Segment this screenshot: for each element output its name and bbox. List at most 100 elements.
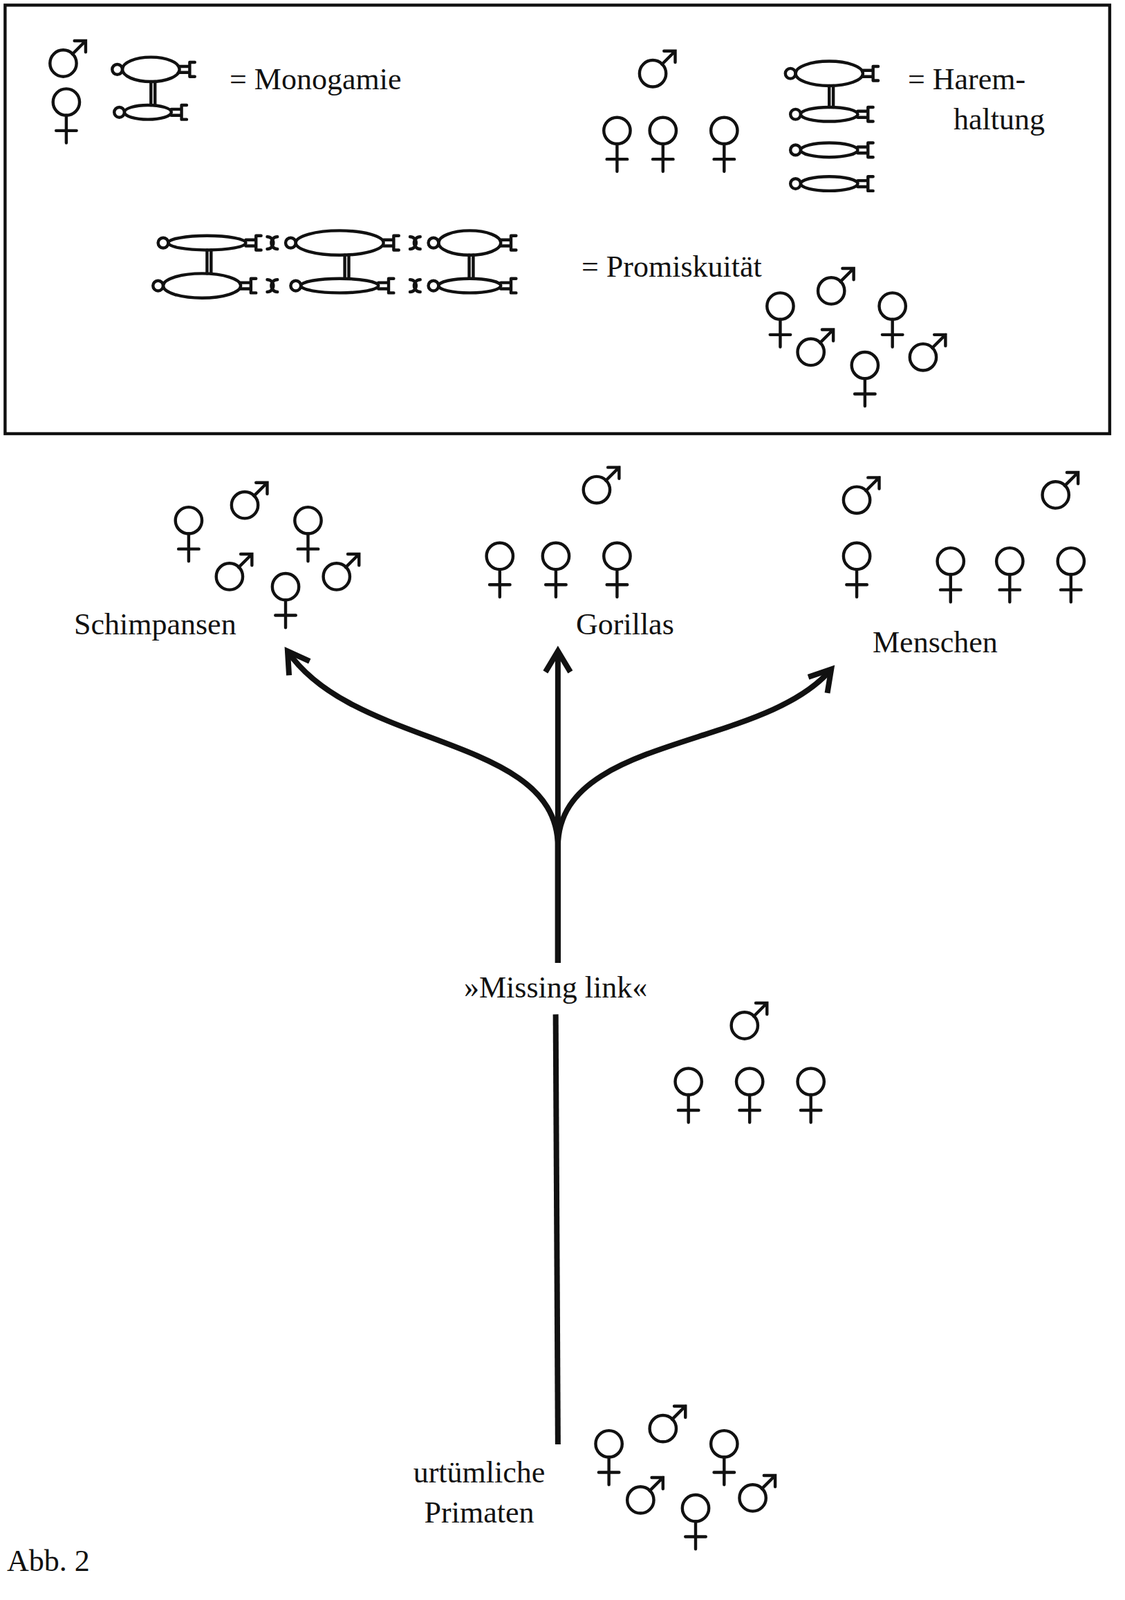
figure-head <box>290 280 301 292</box>
female-ring <box>736 1067 763 1094</box>
figure-head <box>785 68 796 79</box>
female-ring <box>175 506 202 534</box>
figure-body <box>438 230 501 255</box>
loose-link <box>266 236 278 249</box>
female-cross <box>940 574 962 603</box>
female-symbol <box>674 1067 702 1122</box>
female-cross <box>770 319 792 348</box>
female-ring <box>879 292 906 319</box>
male-arrow <box>253 482 267 496</box>
female-cross <box>607 569 628 597</box>
figure-icon <box>790 143 873 158</box>
figure-icon <box>290 278 394 294</box>
loose-link <box>410 236 421 249</box>
pair-link <box>150 81 155 106</box>
label-text: Gorillas <box>575 607 675 641</box>
female-cross <box>714 1456 736 1484</box>
female-ring <box>1057 547 1085 574</box>
female-cross <box>846 569 868 597</box>
figure-icon <box>428 278 517 294</box>
male-arrow <box>1064 472 1078 486</box>
male-symbol <box>216 553 253 590</box>
loose-link <box>410 279 421 292</box>
male-arrow <box>238 553 252 567</box>
female-cross <box>56 115 77 144</box>
label-text: Menschen <box>872 625 998 659</box>
female-cross <box>545 569 567 597</box>
figure-caption: Abb. 2 <box>6 1544 90 1578</box>
pair-link <box>206 249 211 274</box>
female-symbol <box>996 547 1023 602</box>
legend-text: = Harem- haltung <box>907 59 1092 140</box>
female-cross <box>714 143 736 172</box>
group-label: Menschen <box>872 625 998 659</box>
figure-icon <box>785 61 879 86</box>
figure-tail <box>858 176 874 191</box>
female-cross <box>678 1094 700 1123</box>
male-arrow <box>649 1476 664 1491</box>
figure-icon <box>158 235 262 251</box>
female-ring <box>595 1429 622 1457</box>
female-symbol <box>766 292 794 347</box>
female-cross <box>275 599 296 628</box>
connector-line <box>558 668 832 963</box>
female-cross <box>598 1456 620 1484</box>
male-arrow <box>820 329 834 343</box>
female-symbol <box>542 542 570 597</box>
male-symbol <box>649 1405 686 1442</box>
figure-body <box>168 235 246 251</box>
male-arrow <box>345 553 359 567</box>
female-symbol <box>710 117 738 172</box>
figure-body <box>800 107 859 122</box>
figure-tail <box>858 107 874 122</box>
figure-body <box>800 143 859 158</box>
female-cross <box>489 569 511 597</box>
group-label: Gorillas <box>575 607 675 641</box>
female-symbol <box>53 88 80 143</box>
female-ring <box>843 542 870 570</box>
figure-icon <box>112 57 195 82</box>
female-symbol <box>486 542 514 597</box>
female-symbol <box>851 351 879 406</box>
figure-tail <box>858 143 874 158</box>
female-ring <box>603 542 630 570</box>
female-cross <box>854 378 876 406</box>
male-arrow <box>840 268 854 282</box>
male-symbol <box>323 553 360 590</box>
label-text: »Missing link« <box>463 970 648 1004</box>
figure-icon <box>428 230 517 255</box>
female-symbol <box>294 506 321 561</box>
male-symbol <box>731 1002 768 1039</box>
pair-link <box>469 255 474 279</box>
connector-line <box>555 1013 559 1444</box>
female-symbol <box>272 573 299 628</box>
female-ring <box>542 542 570 570</box>
figure-tail <box>383 235 399 251</box>
group-label: urtümliche Primaten <box>389 1452 570 1533</box>
figure-body <box>800 176 859 191</box>
female-symbol <box>682 1494 709 1549</box>
female-symbol <box>175 506 202 561</box>
female-symbol <box>843 542 870 597</box>
male-symbol <box>797 329 834 366</box>
female-ring <box>851 351 879 379</box>
figure-body <box>124 105 172 120</box>
figure-tail <box>500 235 516 251</box>
female-cross <box>1060 574 1082 603</box>
evolution-line <box>555 1013 559 1444</box>
male-arrow <box>932 334 946 348</box>
female-symbol <box>736 1067 763 1122</box>
figure-head <box>790 178 801 189</box>
female-ring <box>797 1067 825 1094</box>
evolution-line <box>558 668 832 963</box>
female-ring <box>710 117 738 144</box>
group-label: Schimpansen <box>73 607 237 641</box>
female-symbol <box>797 1067 825 1122</box>
figure-tail <box>171 105 187 120</box>
legend-frame <box>4 4 1110 434</box>
male-symbol <box>817 268 854 305</box>
female-symbol <box>603 117 630 172</box>
figure-body <box>122 57 180 82</box>
